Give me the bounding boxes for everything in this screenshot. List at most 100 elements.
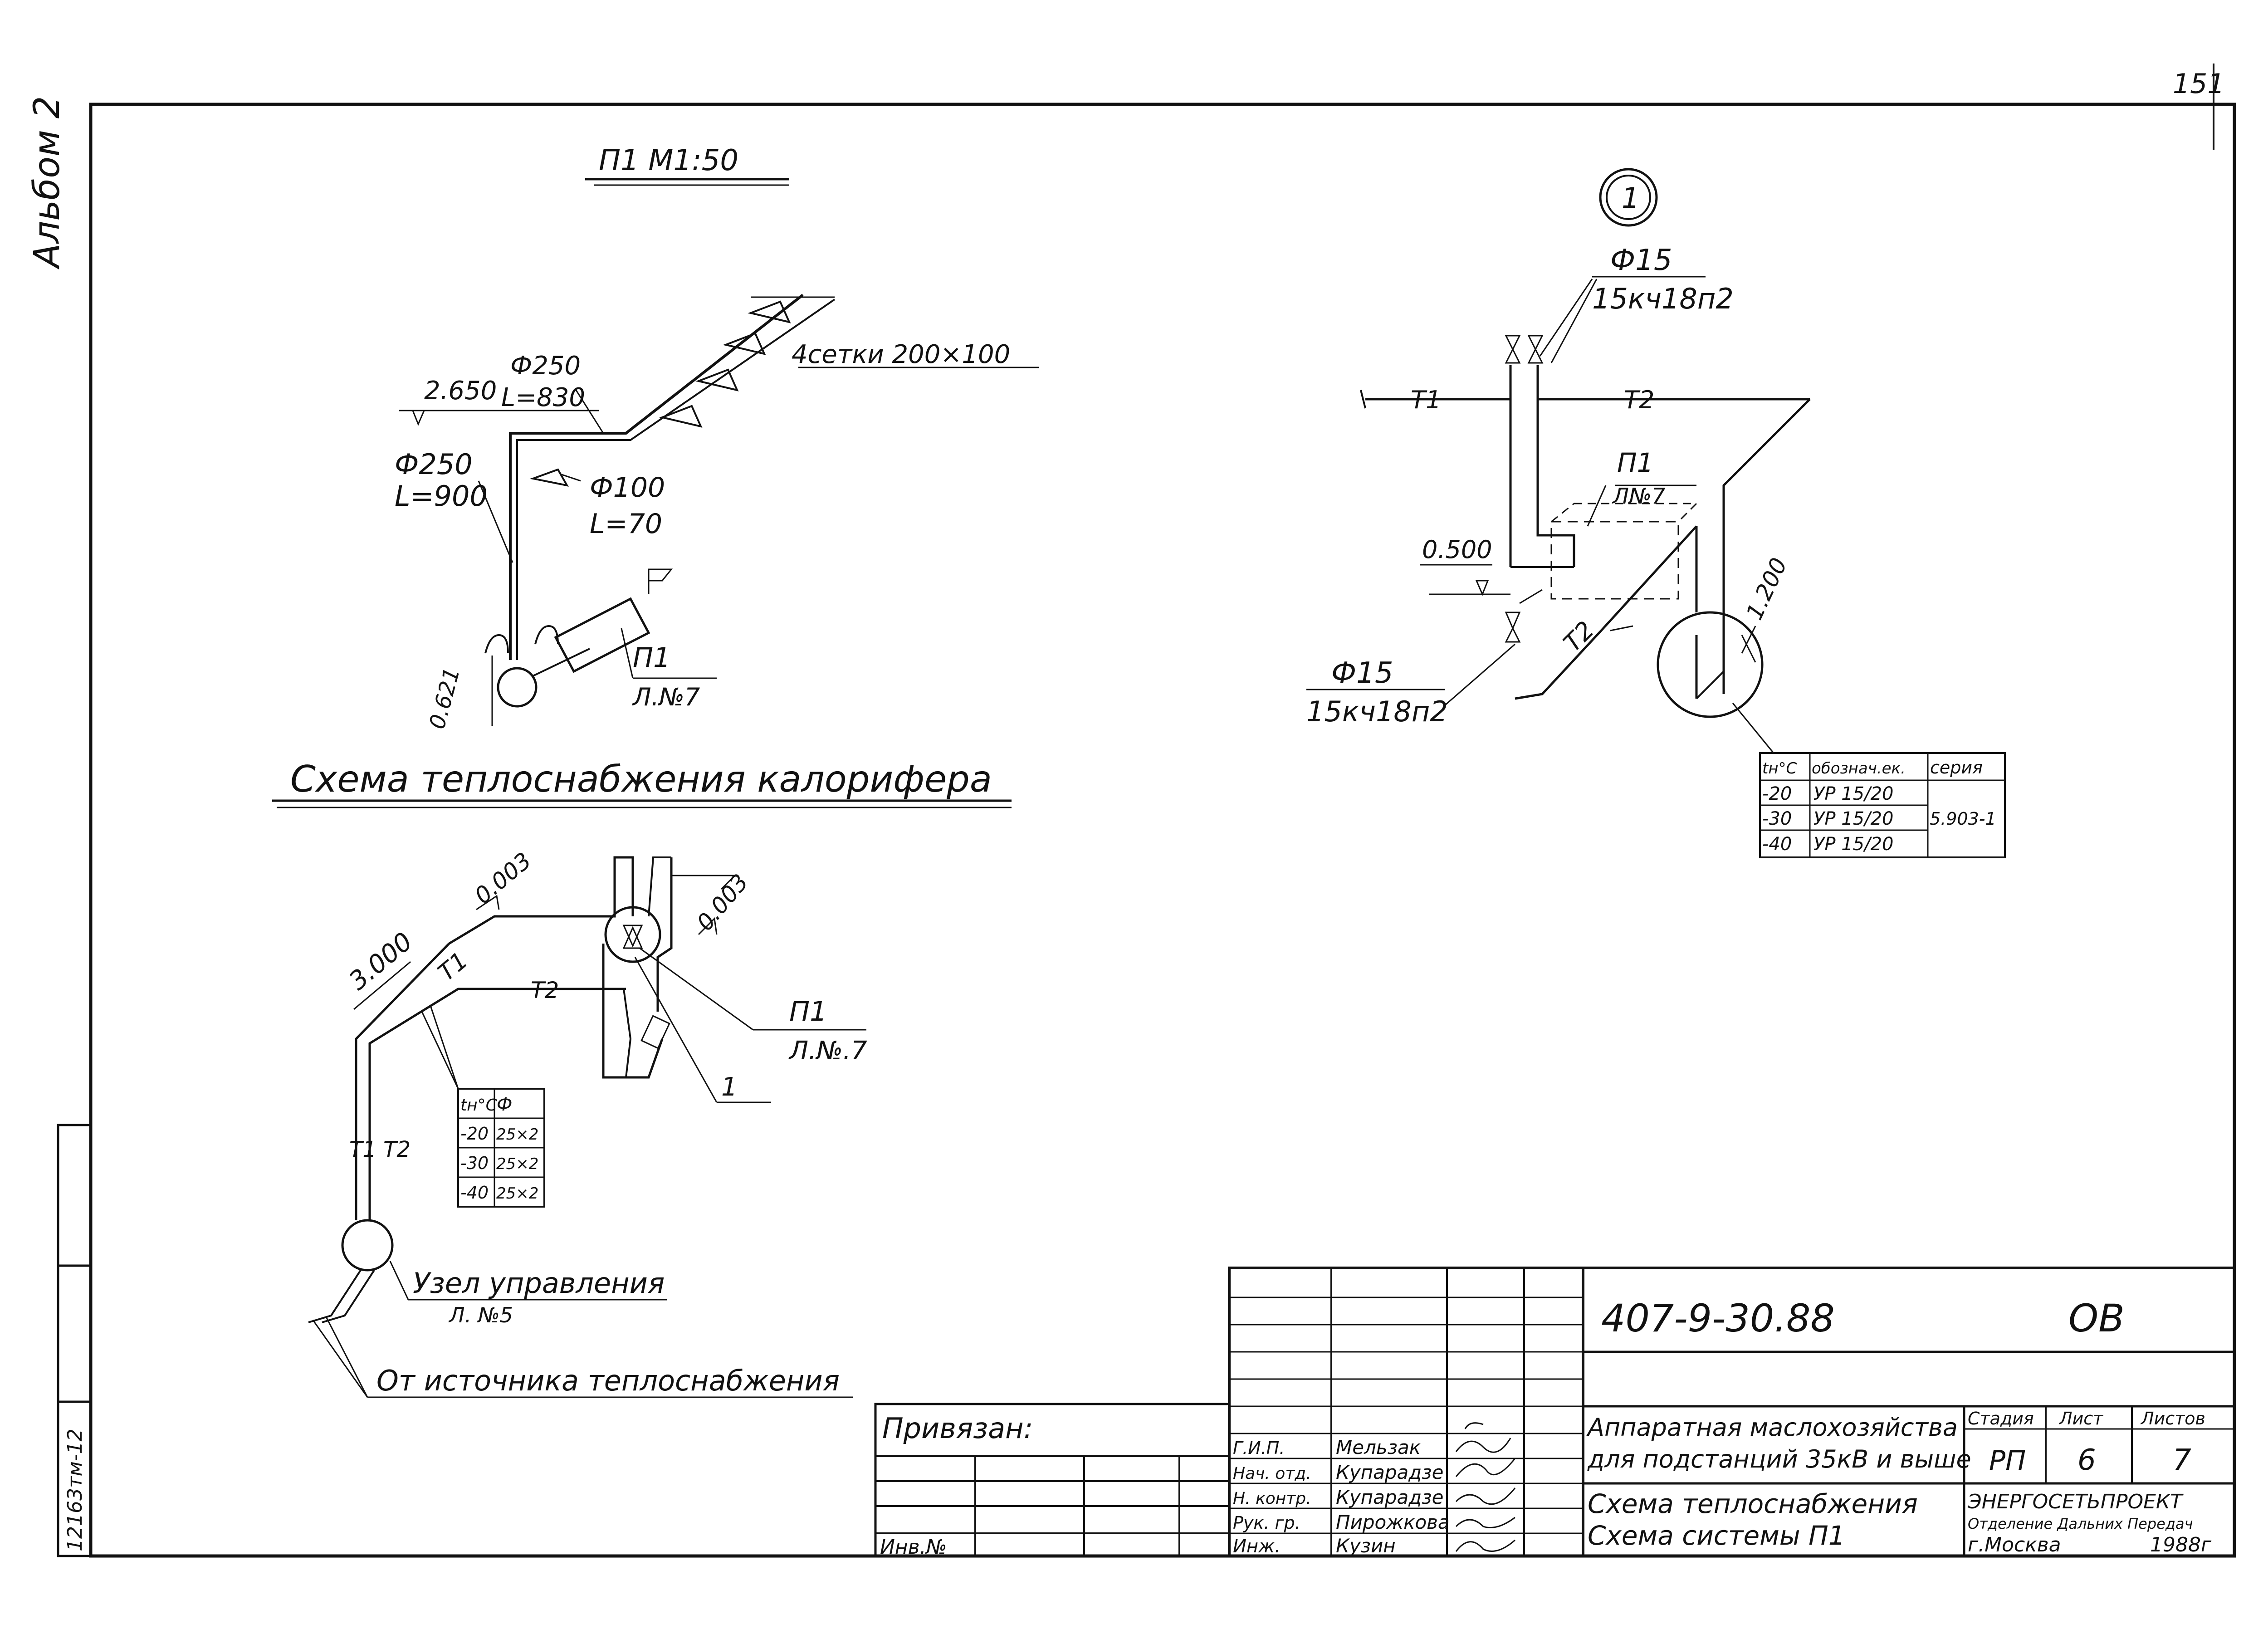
level-0621: 0.621	[424, 665, 465, 732]
duct-line	[509, 294, 804, 660]
detail-pipe-t2-diag: Т2	[1558, 616, 1600, 657]
org-year: 1988г	[2150, 1533, 2212, 1556]
name-inzh: Кузин	[1336, 1535, 1396, 1557]
name-ruk-gr: Пирожкова	[1336, 1511, 1450, 1533]
stage-value: РП	[1989, 1445, 2026, 1477]
org-line2: Отделение Дальних Передач	[1968, 1515, 2193, 1532]
pipe-t2-riser	[368, 988, 626, 1220]
view-p1-title: П1 М1:50	[599, 144, 738, 177]
pipe-t1-riser	[355, 943, 450, 1220]
detail-pipe-t2: Т2	[1624, 386, 1654, 414]
fan-icon	[497, 667, 538, 708]
pipe-table-r0c0: -20	[460, 1124, 489, 1144]
source-label: От источника теплоснабжения	[376, 1364, 840, 1397]
heating-scheme: Схема теплоснабжения калорифера 0.003 0.…	[272, 758, 1012, 1398]
signature-marks	[1455, 1422, 1516, 1552]
slope-1: 0.003	[469, 847, 536, 909]
detail-valve-top: 15кч18п2	[1592, 282, 1734, 315]
valve-table-r2c0: -40	[1762, 834, 1792, 855]
sheet-frame	[57, 64, 2236, 1558]
ref-sheet: Л.№7	[632, 683, 700, 711]
valve-icons-top	[1505, 335, 1544, 364]
pipe-t1-t2-label: Т1 Т2	[349, 1137, 411, 1162]
pipe-t2-label: Т2	[531, 977, 559, 1003]
role-n-kontr: Н. контр.	[1233, 1489, 1311, 1508]
valve-table-series: 5.903-1	[1930, 809, 1996, 829]
object-line2: для подстанций 35кВ и выше	[1587, 1445, 1971, 1473]
pipe-table-h1: Ф	[497, 1094, 512, 1115]
role-inzh: Инж.	[1233, 1536, 1281, 1557]
control-unit-icon	[341, 1219, 394, 1272]
pipe-table-h0: tн°С	[460, 1096, 498, 1115]
pipe-table-r0c1: 25×2	[496, 1125, 538, 1144]
album-label: Альбом 2	[27, 96, 68, 270]
doc-code: 407-9-30.88	[1601, 1296, 1835, 1341]
detail-ref-sheet: Л№7	[1612, 484, 1666, 509]
control-unit-label: Узел управления	[413, 1267, 665, 1300]
sheet-title-line1: Схема теплоснабжения	[1588, 1488, 1918, 1519]
name-nach-otd: Купарадзе	[1336, 1461, 1443, 1483]
detail-callout-circle	[1599, 168, 1658, 227]
valve-table-r1c1: УР 15/20	[1813, 808, 1893, 829]
pipe-t1-main	[448, 856, 634, 945]
detail-dia-bottom: Ф15	[1331, 656, 1393, 690]
privyazan-label: Привязан:	[882, 1412, 1033, 1445]
pipe-table-r1c0: -30	[460, 1153, 489, 1173]
stage-label: Стадия	[1968, 1409, 2034, 1429]
pipe-t2-diagonal	[1515, 525, 1697, 700]
valve-table-r0c0: -20	[1762, 783, 1792, 804]
role-nach-otd: Нач. отд.	[1233, 1464, 1311, 1483]
slope-2: 0.003	[692, 869, 753, 936]
heating-ref-p1: П1	[789, 996, 827, 1027]
heating-callout-1: 1	[721, 1072, 738, 1102]
detail-ref-p1: П1	[1617, 447, 1654, 478]
heater-circle	[604, 906, 661, 963]
valve-table-r0c1: УР 15/20	[1813, 783, 1893, 804]
detail-callout-number: 1	[1622, 181, 1639, 215]
dia-250-top: Ф250	[510, 351, 581, 381]
len-900: L=900	[395, 479, 488, 513]
heater-outline	[1550, 521, 1679, 600]
sheets-value: 7	[2173, 1443, 2191, 1477]
sheets-label: Листов	[2140, 1409, 2205, 1429]
valve-table-h2: серия	[1930, 758, 1983, 778]
valve-table-r1c0: -30	[1762, 808, 1792, 829]
grilles-label: 4сетки 200×100	[792, 340, 1010, 369]
detail-dia-top: Ф15	[1610, 244, 1672, 277]
sheet-title-line2: Схема системы П1	[1588, 1520, 1845, 1551]
sheet-value: 6	[2077, 1443, 2096, 1477]
valve-table-h0: tн°С	[1762, 759, 1797, 778]
sheet-label: Лист	[2058, 1409, 2104, 1429]
name-gip: Мельзак	[1336, 1436, 1421, 1458]
pipe-table-r1c1: 25×2	[496, 1155, 538, 1173]
role-ruk-gr: Рук. гр.	[1233, 1513, 1300, 1533]
role-gip: Г.И.П.	[1233, 1438, 1285, 1458]
ref-p1: П1	[633, 642, 670, 674]
valve-table-r2c1: УР 15/20	[1813, 834, 1893, 855]
detail-level-0500: 0.500	[1422, 535, 1492, 564]
grille-icons	[659, 300, 791, 428]
pipe-table-r2c0: -40	[460, 1183, 489, 1203]
detail-valve-bottom: 15кч18п2	[1306, 695, 1448, 728]
level-2650: 2.650	[424, 376, 497, 406]
control-unit-sheet: Л. №5	[448, 1303, 513, 1327]
pipe-size-table: tн°С Ф -20 25×2 -30 25×2 -40 25×2	[457, 1088, 545, 1208]
org-line1: ЭНЕРГОСЕТЬПРОЕКТ	[1967, 1490, 2184, 1513]
valve-table: tн°С обознач.ек. серия -20 УР 15/20 -30 …	[1759, 752, 2006, 858]
object-line1: Аппаратная маслохозяйства	[1586, 1413, 1958, 1442]
org-line3: г.Москва	[1968, 1533, 2061, 1556]
pipe-table-r2c1: 25×2	[496, 1184, 538, 1203]
page-number: 151	[2173, 68, 2225, 100]
len-830: L=830	[501, 383, 585, 412]
len-70: L=70	[590, 508, 662, 540]
inv-no-label: Инв.№	[880, 1536, 947, 1559]
dia-250: Ф250	[395, 448, 473, 481]
detail-1: 1 Ф15 15кч18п2 Т1 Т2 П1 Л№7	[1306, 168, 2006, 858]
dia-100: Ф100	[590, 472, 665, 504]
detail-pipe-t1: Т1	[1411, 386, 1441, 414]
valve-table-h1: обознач.ек.	[1812, 759, 1906, 778]
view-p1: П1 М1:50 4сетки 200×100 2.650 Ф250 L=830…	[395, 144, 1039, 732]
detail-circle	[1657, 611, 1764, 718]
detail-level-1200: 1.200	[1741, 554, 1792, 624]
